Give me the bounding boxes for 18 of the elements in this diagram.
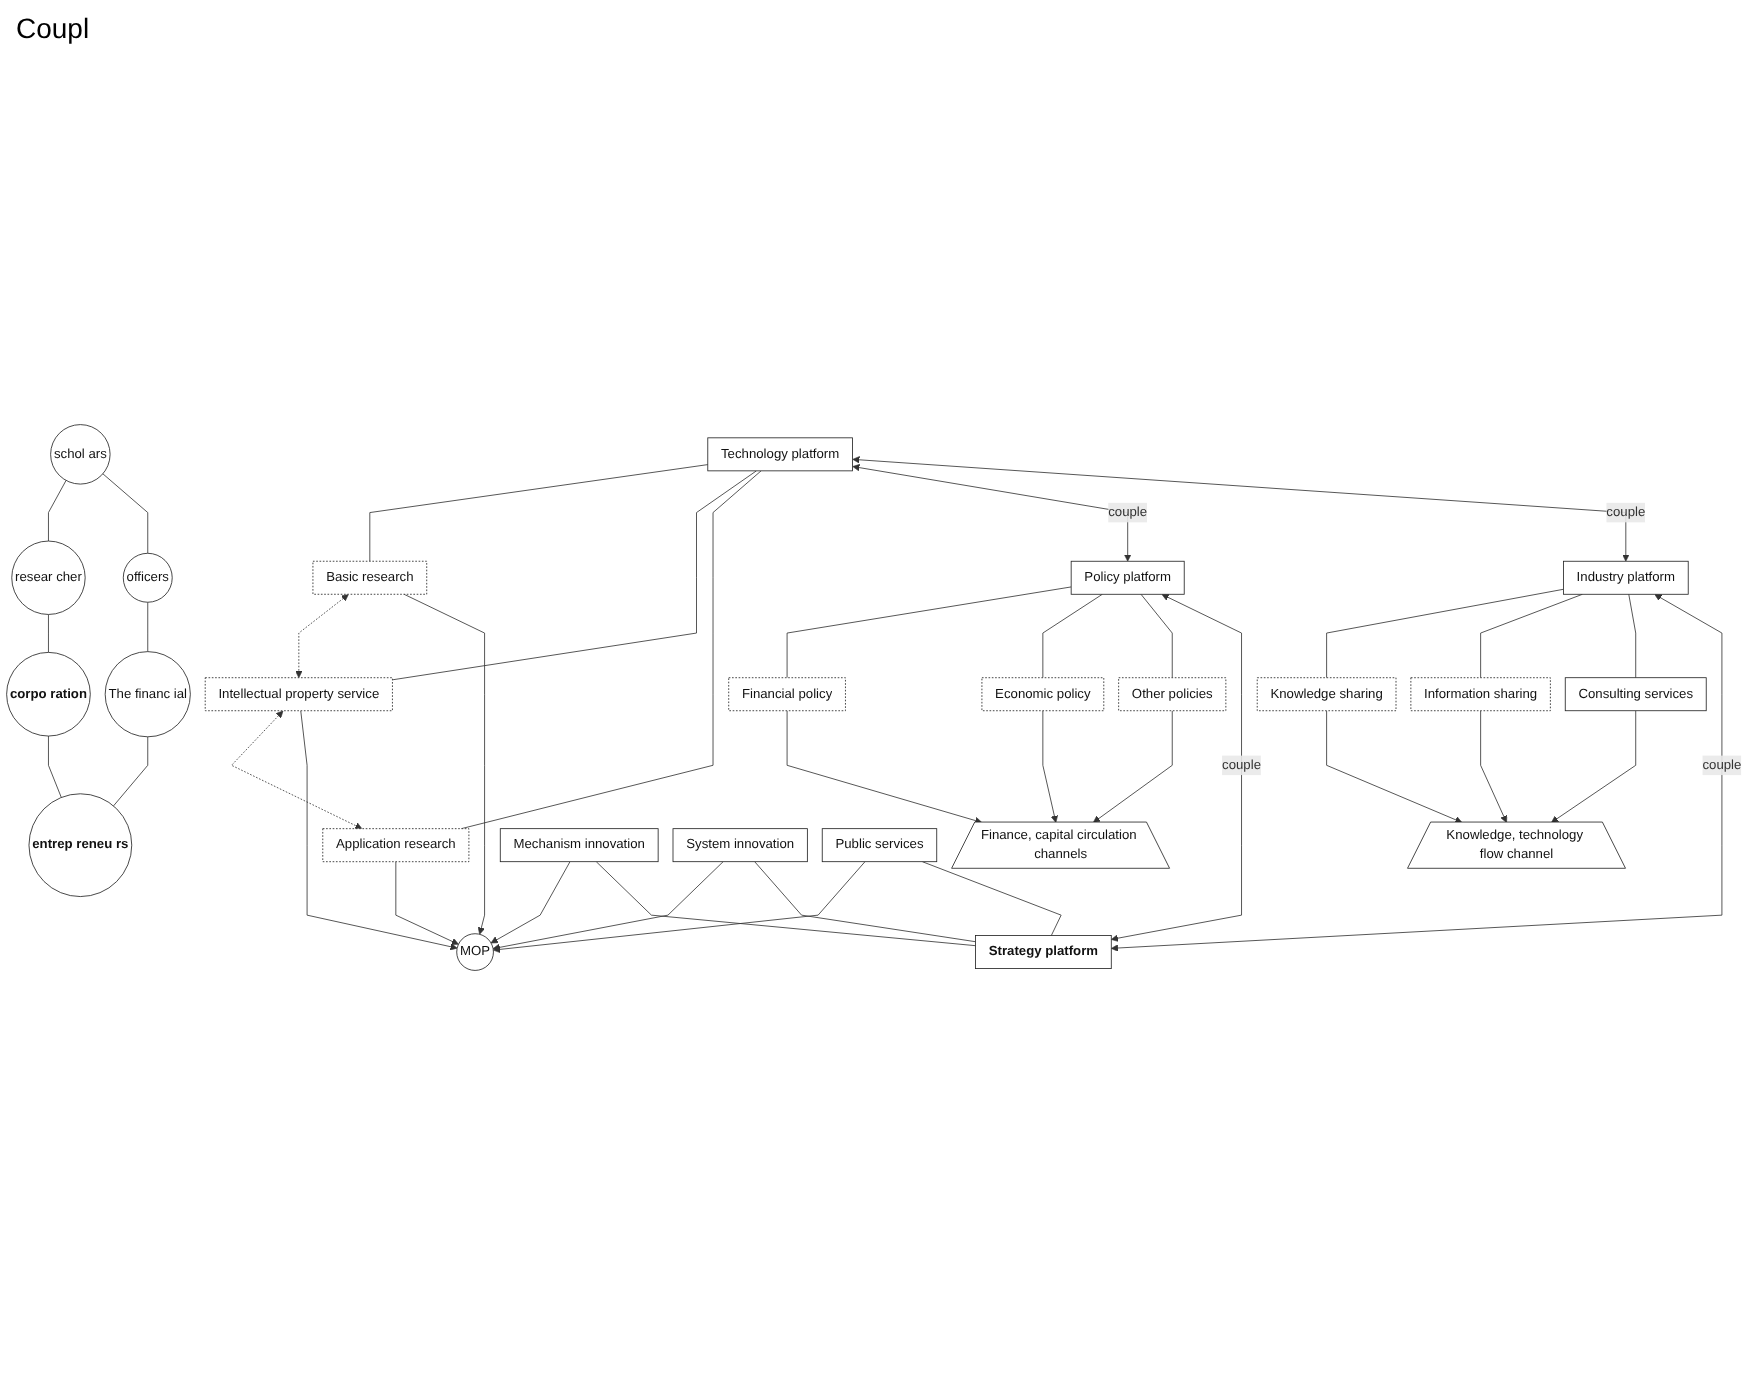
connector [113, 735, 149, 806]
connector [1326, 588, 1564, 678]
connector [369, 463, 709, 562]
connector [147, 601, 149, 652]
connector [1480, 593, 1583, 678]
connector [392, 469, 757, 680]
connector [754, 860, 976, 942]
connector [786, 586, 1072, 678]
connector [48, 613, 49, 653]
connector [1140, 593, 1173, 678]
connector [595, 860, 976, 946]
connector [921, 860, 1062, 936]
connector [102, 472, 149, 554]
connector [48, 479, 67, 541]
connector [48, 735, 62, 798]
connector [1628, 593, 1637, 678]
connector [461, 469, 762, 829]
note-text: Coupl [16, 12, 90, 44]
